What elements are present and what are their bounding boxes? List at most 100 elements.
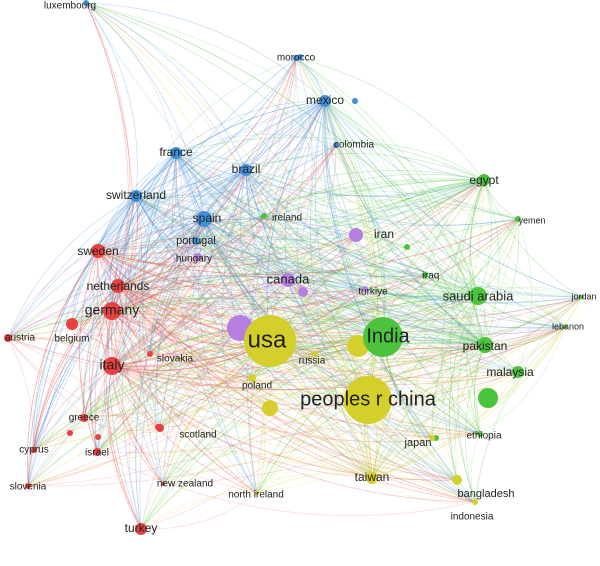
network-edge [117,218,205,287]
network-edge [287,234,357,281]
node-israel[interactable] [93,448,101,456]
node-japan[interactable] [429,435,435,441]
node-cyprus[interactable] [31,447,37,453]
node-sweden[interactable] [91,244,105,258]
network-edge [96,288,366,453]
network-edge [195,169,247,242]
network-edge [83,334,384,419]
node-turkiye[interactable] [362,286,368,292]
network-edge [117,215,265,287]
network-edge [287,279,373,479]
node-iran[interactable] [349,228,363,242]
node-scotland[interactable] [156,424,164,432]
label-colombia: colombia [334,140,374,151]
node-spain[interactable] [196,211,212,227]
network-edge [245,169,458,481]
node-austria[interactable] [4,334,12,342]
network-edge [162,344,486,485]
node-pakistan[interactable] [477,337,493,353]
network-edge [287,279,366,293]
node-slovenia[interactable] [25,483,31,489]
network-edge [96,179,485,453]
node-peoples-r-china[interactable] [344,376,392,424]
network-edge [287,279,486,346]
node-france[interactable] [170,147,182,159]
node-greece[interactable] [80,414,88,422]
network-edge [135,195,199,258]
node-russia[interactable] [312,351,318,357]
network-edge [97,234,357,268]
node-mexico[interactable] [319,95,331,107]
node-saudi-arabia[interactable] [469,287,487,305]
network-edge [263,215,369,401]
node-germany[interactable] [103,302,121,320]
node-bangladesh[interactable] [452,475,462,485]
node-malaysia[interactable] [512,366,524,378]
network-edge [27,396,369,487]
network-node-unlabeled [404,244,410,250]
node-slovakia[interactable] [147,351,153,357]
network-edge [174,152,197,242]
network-edge [116,195,137,287]
network-edge [263,179,485,223]
network-edge [140,492,258,530]
node-netherlands[interactable] [111,279,125,293]
network-edge [117,285,458,481]
node-poland[interactable] [248,374,256,382]
network-edge [111,256,199,312]
node-lebanon[interactable] [563,325,567,329]
node-canada[interactable] [281,273,295,287]
node-switzerland[interactable] [130,190,142,202]
network-edge [97,250,583,321]
network-edge [117,285,151,355]
node-belgium[interactable] [66,318,78,330]
network-edge [96,218,205,453]
network-edge [175,152,265,217]
network-edge [111,152,177,367]
network-edge [203,218,476,503]
network-edge [79,250,99,453]
network-edge [97,218,205,252]
node-india[interactable] [363,317,403,357]
network-edge [159,342,486,429]
network-edge [135,195,289,281]
node-usa[interactable] [244,315,296,367]
network-edge [203,218,481,435]
network-edge [355,234,479,297]
network-edge [81,195,137,419]
node-portugal[interactable] [192,237,200,245]
network-edge [477,218,519,297]
node-ireland[interactable] [261,213,267,219]
network-edge [175,152,519,373]
network-edge [135,218,205,530]
network-edge [284,100,326,281]
network-edge [27,296,583,487]
node-indonesia[interactable] [472,499,478,505]
node-egypt[interactable] [478,174,490,186]
network-edge [111,310,476,503]
network-edge [483,218,519,346]
network-edge [27,152,177,487]
network-edge [149,318,486,355]
node-iraq[interactable] [422,272,428,278]
network-edge [7,169,247,339]
node-yemen[interactable] [515,216,521,222]
network-edge [117,279,289,299]
node-ethiopia[interactable] [477,431,483,437]
node-north-ireland[interactable] [255,491,259,495]
node-italy[interactable] [103,357,121,375]
node-colombia[interactable] [333,142,339,148]
network-edge [135,195,369,401]
node-turkey[interactable] [135,523,147,535]
network-edge [111,269,479,312]
network-edge [203,218,486,346]
node-taiwan[interactable] [366,472,378,484]
node-new-zealand[interactable] [161,482,165,486]
node-brazil[interactable] [240,164,252,176]
network-edge [324,100,476,503]
node-hungary[interactable] [194,253,202,261]
node-morocco[interactable] [293,55,299,61]
node-jordan[interactable] [580,295,584,299]
network-edge [111,310,258,494]
node-luxembourg[interactable] [83,0,89,6]
